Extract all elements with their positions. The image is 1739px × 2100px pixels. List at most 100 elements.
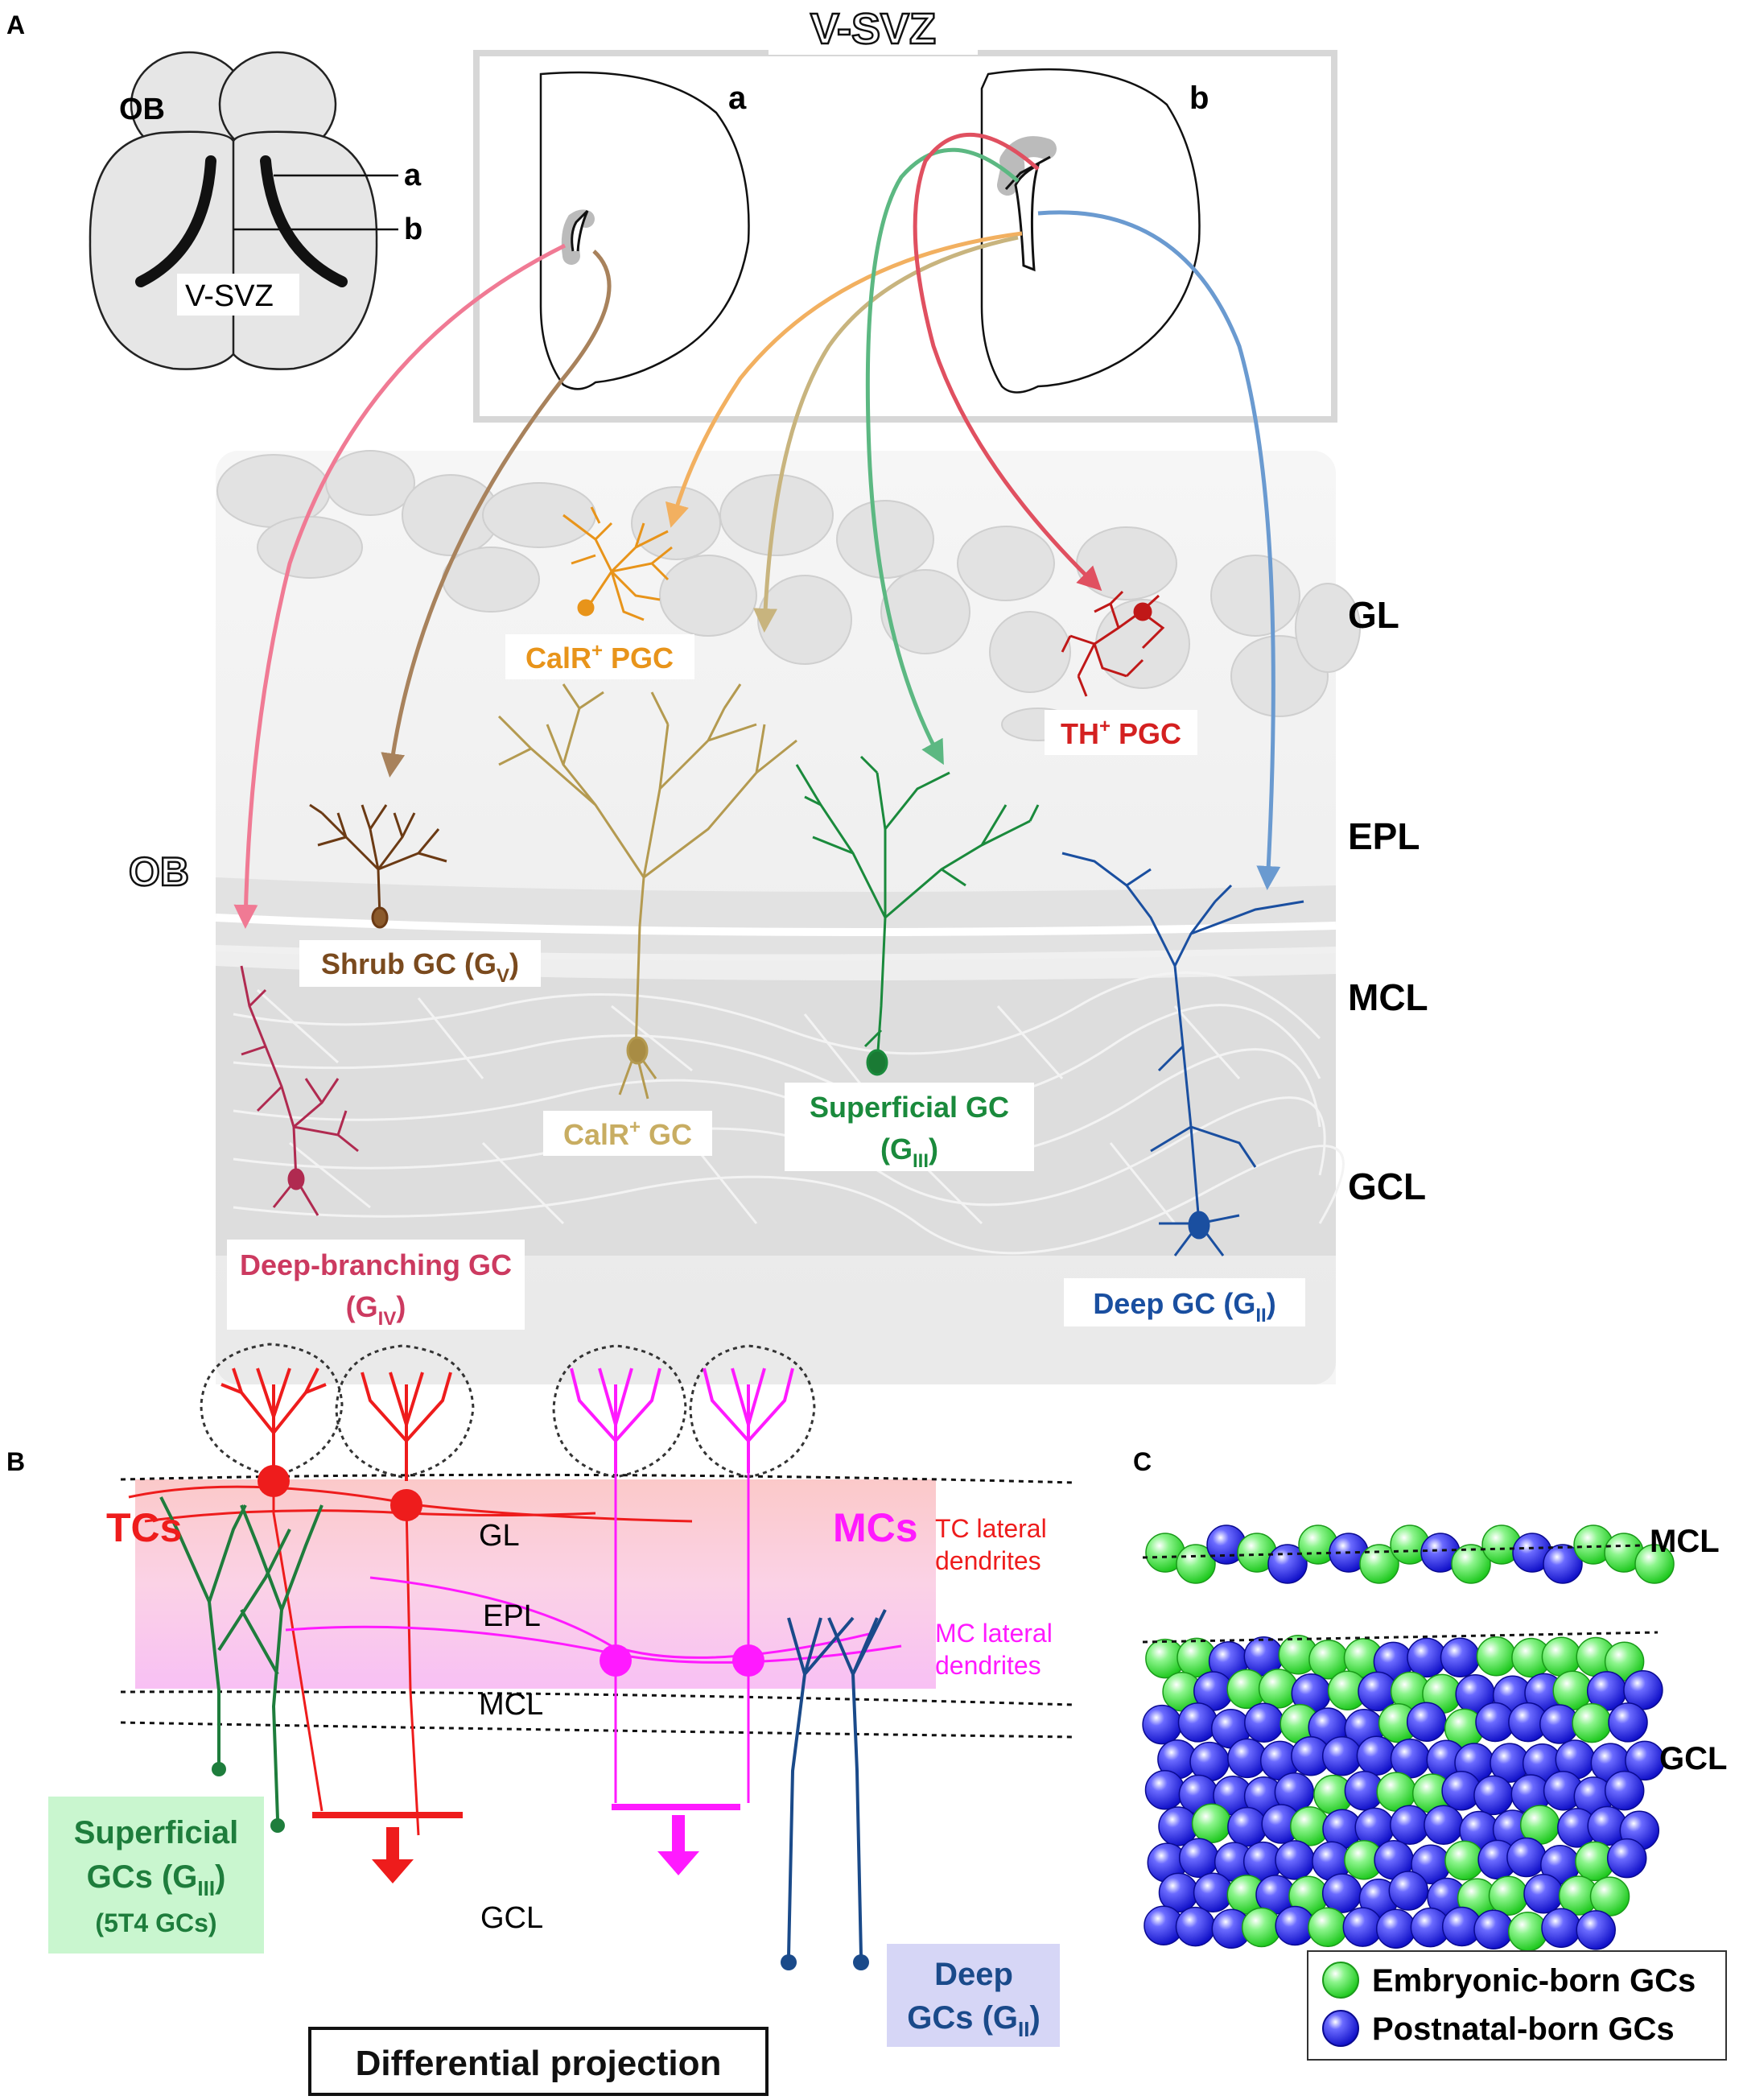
postnatal-gc-cell xyxy=(1424,1805,1464,1846)
tc-lateral-label-2: dendrites xyxy=(935,1546,1041,1575)
embryonic-gc-cell xyxy=(1451,1544,1491,1584)
deep-branching-gc-label-line2: (GIV) xyxy=(346,1290,406,1330)
calr-gc-neuron xyxy=(497,683,797,1100)
legend-embryonic-swatch xyxy=(1322,1962,1359,1999)
deep-gcs-box xyxy=(887,1944,1060,2047)
legend-postnatal-label: Postnatal-born GCs xyxy=(1372,2011,1675,2047)
superficial-gcs-label-1: Superficial xyxy=(74,1815,239,1850)
postnatal-gc-cell xyxy=(1356,1735,1397,1776)
deep-gcs-b xyxy=(781,1609,887,1970)
embryonic-gc-cell xyxy=(1176,1544,1216,1584)
embryonic-gc-cell xyxy=(1476,1636,1517,1677)
superficial-gcs-label-3: (5T4 GCs) xyxy=(95,1908,216,1937)
panel-a-letter: A xyxy=(6,10,25,39)
postnatal-gc-cell xyxy=(1543,1544,1583,1584)
mcl-label-c: MCL xyxy=(1650,1524,1720,1559)
postnatal-gc-cell xyxy=(1142,1704,1182,1745)
gl-label-b: GL xyxy=(479,1519,520,1553)
gcl-label-b: GCL xyxy=(480,1901,543,1935)
postnatal-gc-cell xyxy=(1144,1770,1185,1810)
glomeruli-b xyxy=(200,1343,816,1479)
layer-borders-b xyxy=(120,1473,1075,1739)
postnatal-gc-cell xyxy=(1406,1702,1447,1742)
brain-ob-label: OB xyxy=(119,93,165,126)
layer-borders-c xyxy=(1142,1544,1659,1644)
mc-lateral-label-2: dendrites xyxy=(935,1651,1041,1680)
layer-gcl-label: GCL xyxy=(1348,1166,1426,1207)
th-pgc-neuron xyxy=(1061,590,1165,697)
postnatal-gc-cell xyxy=(1440,1637,1481,1677)
layer-epl-label: EPL xyxy=(1348,815,1420,857)
postnatal-gc-cell xyxy=(1178,1838,1219,1879)
ob-layers-panel xyxy=(215,450,1361,1384)
postnatal-gc-cell xyxy=(1388,1871,1429,1911)
th-pgc-label: TH+ PGC xyxy=(1061,716,1181,750)
postnatal-gc-cell xyxy=(1321,1735,1362,1776)
calr-pgc-neuron xyxy=(562,506,673,621)
section-a-label: a xyxy=(728,80,747,116)
postnatal-gc-cell xyxy=(1608,1702,1648,1743)
embryonic-gc-cell xyxy=(1572,1702,1612,1743)
layer-mcl-label: MCL xyxy=(1348,976,1428,1018)
embryonic-gc-cell xyxy=(1507,1911,1548,1952)
migration-arrows xyxy=(233,133,1281,929)
mcl-label-b: MCL xyxy=(479,1688,543,1722)
shrub-gc-label: Shrub GC (GV) xyxy=(321,947,519,987)
postnatal-gc-cell xyxy=(1244,1702,1284,1743)
deep-gc-label: Deep GC (GII) xyxy=(1093,1287,1275,1326)
mcs-label: MCs xyxy=(833,1505,918,1550)
deep-gcs-label-1: Deep xyxy=(934,1957,1013,1992)
superficial-gc-neuron xyxy=(795,755,1040,1076)
tcs-label: TCs xyxy=(106,1505,182,1550)
tc-neurons xyxy=(128,1368,693,1836)
panel-c-letter: C xyxy=(1133,1447,1152,1476)
coronal-section-a xyxy=(539,71,750,390)
embryonic-gc-cell xyxy=(1634,1544,1675,1584)
shrub-gc-neuron xyxy=(309,803,447,929)
mc-projection-arrow xyxy=(657,1815,699,1875)
postnatal-gc-cell xyxy=(1523,1873,1564,1914)
differential-projection-label: Differential projection xyxy=(356,2044,722,2083)
embryonic-gc-cell xyxy=(1241,1907,1282,1948)
mc-neurons xyxy=(285,1368,902,1810)
section-b-label: b xyxy=(1189,80,1209,116)
calr-pgc-label: CalR+ PGC xyxy=(525,640,674,675)
postnatal-gc-cell xyxy=(1227,1806,1267,1847)
superficial-gcs-b xyxy=(159,1496,323,1833)
postnatal-gc-cell xyxy=(1576,1910,1616,1950)
postnatal-gc-cell xyxy=(1625,1740,1665,1781)
embryonic-gc-cell xyxy=(1589,1876,1630,1916)
postnatal-gc-cell xyxy=(1275,1840,1315,1880)
postnatal-gc-cell xyxy=(1375,1908,1416,1949)
tc-projection-arrow xyxy=(372,1827,414,1883)
legend-postnatal-swatch xyxy=(1322,2010,1359,2047)
superficial-gcs-label-2: GCs (GIII) xyxy=(87,1859,226,1900)
postnatal-gc-cell xyxy=(1473,1909,1514,1949)
mc-lateral-label-1: MC lateral xyxy=(935,1619,1053,1648)
differential-projection-box xyxy=(308,2027,769,2096)
tc-lateral-label-1: TC lateral xyxy=(935,1514,1047,1543)
postnatal-gc-cell xyxy=(1506,1837,1547,1878)
embryonic-gc-cell xyxy=(1541,1636,1582,1677)
deep-gcs-label-2: GCs (GII) xyxy=(907,2000,1041,2041)
deep-gc-neuron xyxy=(1061,852,1304,1256)
postnatal-gc-cell xyxy=(1604,1770,1645,1811)
embryonic-gc-cell xyxy=(1191,1803,1232,1844)
panel-b-letter: B xyxy=(6,1447,25,1476)
embryonic-gc-cell xyxy=(1308,1907,1348,1948)
postnatal-gc-cell xyxy=(1623,1669,1663,1710)
postnatal-gc-cell xyxy=(1390,1805,1430,1846)
postnatal-gc-cell xyxy=(1541,1908,1581,1948)
embryonic-gc-cell xyxy=(1359,1544,1399,1584)
vsvz-title: V-SVZ xyxy=(810,5,936,53)
ob-side-label: OB xyxy=(129,849,189,894)
postnatal-gc-cell xyxy=(1175,1906,1216,1947)
superficial-gc-label-line2: (GIII) xyxy=(880,1133,938,1172)
brain-a-label: a xyxy=(404,159,422,192)
postnatal-gc-cell xyxy=(1321,1873,1362,1913)
panel-c-legend xyxy=(1307,1950,1727,2061)
superficial-gc-label-line1: Superficial GC xyxy=(810,1091,1009,1124)
postnatal-gc-cell xyxy=(1606,1838,1647,1879)
superficial-gcs-box xyxy=(48,1797,264,1954)
panel-c-cells xyxy=(1142,1524,1675,1952)
